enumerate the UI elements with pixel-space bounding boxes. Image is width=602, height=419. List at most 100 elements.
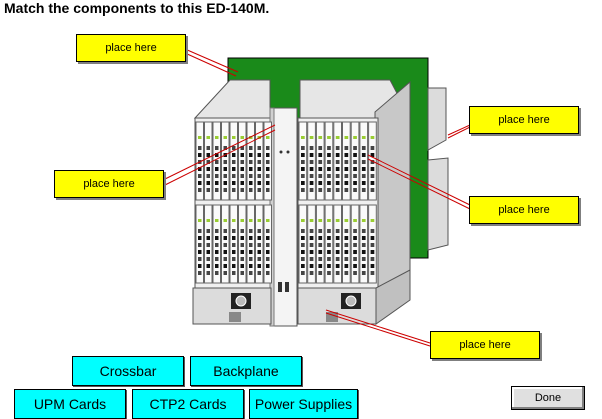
port-block — [361, 181, 366, 185]
port-block — [344, 160, 349, 164]
port-block — [370, 146, 375, 150]
port-block — [215, 153, 219, 157]
port-block — [232, 250, 236, 254]
port-block — [318, 153, 323, 157]
port-block — [240, 271, 244, 275]
status-led — [344, 219, 349, 222]
port-block — [232, 257, 236, 261]
status-led — [249, 136, 253, 139]
port-block — [232, 160, 236, 164]
ctp2-cards-item[interactable]: CTP2 Cards — [132, 389, 244, 419]
drop-target-cards[interactable]: place here — [469, 196, 579, 224]
port-block — [327, 229, 331, 233]
drop-target-backplane[interactable]: place here — [76, 34, 186, 62]
port-block — [309, 236, 314, 240]
port-block — [240, 236, 244, 240]
port-block — [335, 264, 340, 268]
port-block — [335, 188, 340, 192]
port-block — [206, 167, 210, 171]
port-block — [223, 250, 227, 254]
port-block — [353, 250, 357, 254]
port-block — [266, 160, 270, 164]
port-block — [361, 229, 366, 233]
upm-cards-item[interactable]: UPM Cards — [14, 389, 126, 419]
port-block — [318, 229, 323, 233]
port-block — [232, 243, 236, 247]
drop-target-power[interactable]: place here — [430, 331, 540, 359]
status-led — [206, 136, 210, 139]
port-block — [327, 160, 331, 164]
port-block — [198, 153, 202, 157]
port-block — [361, 160, 366, 164]
status-led — [318, 219, 323, 222]
port-block — [206, 146, 210, 150]
port-block — [232, 146, 236, 150]
status-led — [240, 219, 244, 222]
power-supplies-item[interactable]: Power Supplies — [249, 389, 358, 419]
port-block — [318, 188, 323, 192]
port-block — [206, 243, 210, 247]
port-block — [240, 188, 244, 192]
port-block — [318, 174, 323, 178]
port-block — [240, 146, 244, 150]
port-block — [318, 271, 323, 275]
port-block — [335, 236, 340, 240]
port-block — [301, 243, 305, 247]
port-block — [240, 229, 244, 233]
port-block — [327, 243, 331, 247]
port-block — [327, 174, 331, 178]
status-led — [370, 136, 375, 139]
port-block — [353, 264, 357, 268]
port-block — [266, 250, 270, 254]
crossbar-item[interactable]: Crossbar — [72, 356, 184, 386]
port-block — [198, 229, 202, 233]
drop-target-crossbar[interactable]: place here — [54, 170, 164, 198]
port-block — [301, 257, 305, 261]
port-block — [257, 146, 261, 150]
port-block — [361, 250, 366, 254]
port-block — [301, 181, 305, 185]
port-block — [335, 153, 340, 157]
port-block — [318, 257, 323, 261]
port-block — [206, 236, 210, 240]
port-block — [249, 160, 253, 164]
port-block — [335, 271, 340, 275]
drop-target-right-upper[interactable]: place here — [469, 106, 579, 134]
port-block — [215, 271, 219, 275]
port-block — [327, 257, 331, 261]
port-block — [249, 229, 253, 233]
port-block — [353, 271, 357, 275]
port-block — [353, 229, 357, 233]
port-block — [335, 160, 340, 164]
port-block — [215, 181, 219, 185]
port-block — [370, 181, 375, 185]
port-block — [318, 243, 323, 247]
port-block — [361, 167, 366, 171]
status-led — [198, 136, 202, 139]
port-block — [353, 236, 357, 240]
done-button[interactable]: Done — [511, 386, 585, 410]
port-block — [370, 167, 375, 171]
port-block — [240, 250, 244, 254]
backplane-item[interactable]: Backplane — [190, 356, 302, 386]
port-block — [318, 250, 323, 254]
port-block — [370, 257, 375, 261]
port-block — [370, 271, 375, 275]
port-block — [249, 174, 253, 178]
port-block — [198, 181, 202, 185]
port-block — [309, 229, 314, 233]
port-block — [240, 257, 244, 261]
port-block — [232, 153, 236, 157]
port-block — [353, 160, 357, 164]
port-block — [344, 257, 349, 261]
port-block — [309, 181, 314, 185]
port-block — [335, 250, 340, 254]
port-block — [361, 264, 366, 268]
status-led — [361, 136, 366, 139]
port-block — [327, 167, 331, 171]
port-block — [223, 236, 227, 240]
port-block — [327, 181, 331, 185]
port-block — [301, 250, 305, 254]
port-block — [249, 181, 253, 185]
